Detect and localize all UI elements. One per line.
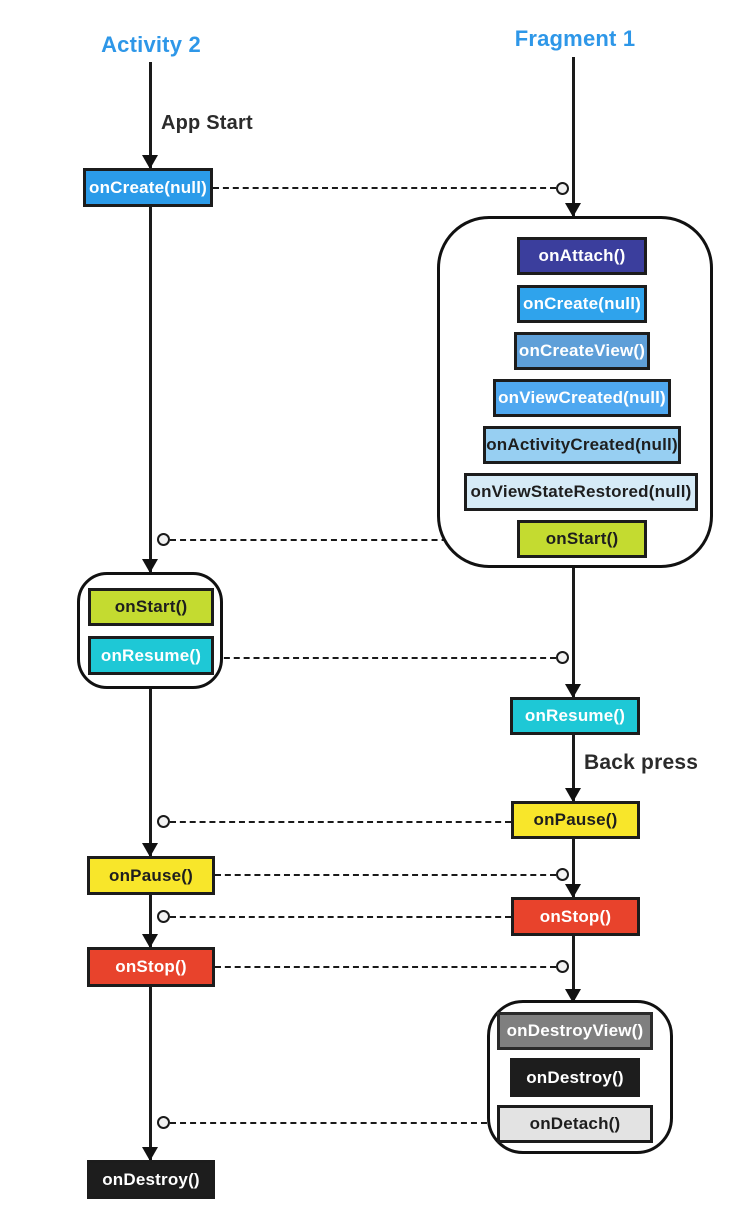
arrowhead-down-icon: [142, 1147, 158, 1161]
connector-endpoint-circle: [556, 868, 569, 881]
app-start-label: App Start: [161, 112, 253, 134]
connector-oncreate-to-fragment: [213, 187, 556, 189]
arrowhead-down-icon: [565, 788, 581, 802]
node-fragment-oncreate: onCreate(null): [517, 285, 647, 323]
node-fragment-oncreateview: onCreateView(): [514, 332, 650, 370]
node-fragment-onviewcreated: onViewCreated(null): [493, 379, 671, 417]
node-activity-onresume: onResume(): [88, 636, 214, 675]
connector-endpoint-circle: [157, 910, 170, 923]
connector-endpoint-circle: [157, 815, 170, 828]
node-fragment-ondestroy: onDestroy(): [510, 1058, 640, 1097]
node-fragment-onstop: onStop(): [511, 897, 640, 936]
node-activity-onstart: onStart(): [88, 588, 214, 626]
arrowhead-down-icon: [565, 203, 581, 217]
back-press-label: Back press: [584, 751, 699, 774]
activity-lane-title: Activity 2: [101, 32, 201, 57]
arrowhead-down-icon: [142, 934, 158, 948]
connector-fragment-onstart-to-activity: [170, 539, 518, 541]
node-fragment-onpause: onPause(): [511, 801, 640, 839]
node-activity-ondestroy: onDestroy(): [87, 1160, 215, 1199]
connector-ondetach-to-activity: [170, 1122, 497, 1124]
arrowhead-down-icon: [142, 843, 158, 857]
connector-endpoint-circle: [157, 533, 170, 546]
node-fragment-ondetach: onDetach(): [497, 1105, 653, 1143]
connector-endpoint-circle: [157, 1116, 170, 1129]
arrowhead-down-icon: [142, 155, 158, 169]
connector-endpoint-circle: [556, 651, 569, 664]
node-fragment-onattach: onAttach(): [517, 237, 647, 275]
connector-fragment-onpause-to-activity: [170, 821, 511, 823]
node-fragment-onviewstaterestored: onViewStateRestored(null): [464, 473, 698, 511]
node-fragment-onresume: onResume(): [510, 697, 640, 735]
connector-onresume-to-fragment: [214, 657, 556, 659]
node-activity-onstop: onStop(): [87, 947, 215, 987]
connector-fragment-onstop-to-activity: [170, 916, 511, 918]
node-fragment-onactivitycreated: onActivityCreated(null): [483, 426, 681, 464]
node-activity-onpause: onPause(): [87, 856, 215, 895]
node-fragment-onstart: onStart(): [517, 520, 647, 558]
node-fragment-ondestroyview: onDestroyView(): [497, 1012, 653, 1050]
connector-onpause-to-fragment: [215, 874, 556, 876]
arrowhead-down-icon: [565, 884, 581, 898]
arrowhead-down-icon: [565, 989, 581, 1003]
connector-endpoint-circle: [556, 960, 569, 973]
connector-endpoint-circle: [556, 182, 569, 195]
arrowhead-down-icon: [142, 559, 158, 573]
node-activity-oncreate: onCreate(null): [83, 168, 213, 207]
connector-onstop-to-fragment: [215, 966, 556, 968]
arrowhead-down-icon: [565, 684, 581, 698]
fragment-lane-title: Fragment 1: [514, 26, 636, 51]
